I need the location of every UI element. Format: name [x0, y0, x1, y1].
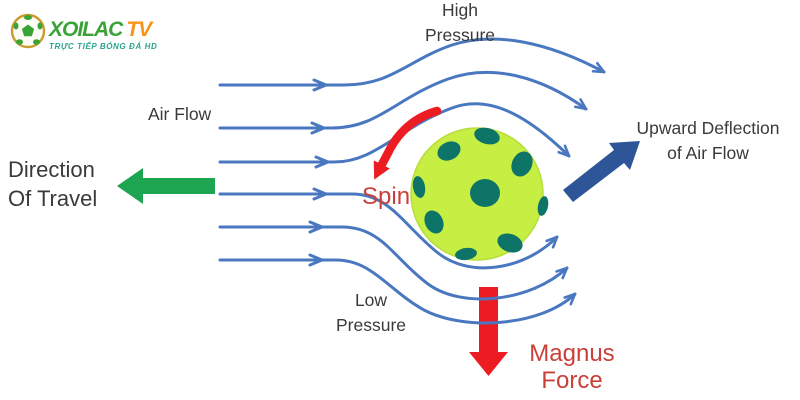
- streamline-top-3: [218, 102, 571, 164]
- streamline-mid-arrowhead: [310, 121, 326, 135]
- logo-tagline: TRỰC TIẾP BÓNG ĐÁ HD: [49, 42, 158, 51]
- direction-of-travel-arrow: [117, 168, 215, 204]
- logo-title-orange: TV: [126, 18, 152, 41]
- direction-line2: Of Travel: [8, 185, 98, 211]
- streamline-bottom-3: [218, 258, 577, 325]
- pickleball: [410, 127, 549, 261]
- streamline-mid-arrowhead: [308, 253, 324, 267]
- streamline-top-2: [218, 70, 588, 130]
- direction-line1: Direction: [8, 157, 95, 182]
- high-pressure-line2: Pressure: [424, 24, 496, 45]
- streamline-mid-arrowhead: [308, 220, 324, 234]
- streamline-top-1: [218, 37, 606, 87]
- magnus-force-label: Magnus Force: [516, 340, 628, 395]
- direction-of-travel-label: Direction Of Travel: [8, 156, 97, 213]
- streamline-mid-arrowhead: [312, 187, 328, 201]
- streamline-bottom-2: [218, 225, 569, 301]
- low-pressure-line1: Low: [354, 290, 388, 310]
- magnus-force-arrow: [469, 287, 508, 376]
- pickleball-hole: [470, 179, 500, 207]
- upward-deflection-label: Upward Deflection of Air Flow: [612, 116, 800, 165]
- pickleball-hole: [474, 127, 500, 145]
- low-pressure-line2: Pressure: [335, 314, 407, 335]
- pickleball-hole: [511, 151, 533, 177]
- pickleball-hole: [497, 233, 523, 253]
- streamline-mid-arrowhead: [314, 155, 330, 169]
- soccer-ball-icon: [10, 13, 46, 49]
- pickleball-hole: [455, 247, 477, 261]
- magnus-line1: Magnus: [529, 340, 615, 367]
- pickleball-hole: [437, 141, 461, 161]
- pickleball-hole: [412, 176, 426, 198]
- high-pressure-line1: High: [442, 0, 478, 20]
- logo-title-green: XOILAC: [49, 18, 123, 41]
- pickleball-hole: [537, 196, 549, 216]
- upward-deflection-arrow: [563, 141, 640, 202]
- air-flow-label: Air Flow: [148, 104, 212, 124]
- pickleball-hole: [424, 210, 444, 234]
- pickleball-holes: [412, 127, 549, 261]
- streamline-mid-arrowhead: [312, 78, 328, 92]
- streamline-bottom-1: [218, 192, 559, 270]
- magnus-line2: Force: [541, 366, 603, 394]
- upward-deflection-line2: of Air Flow: [667, 142, 749, 163]
- air-flow-streamlines: [218, 37, 606, 325]
- low-pressure-label: Low Pressure: [311, 288, 431, 337]
- spin-arrow: [373, 106, 442, 180]
- spin-label: Spin: [362, 183, 411, 210]
- high-pressure-label: High Pressure: [400, 0, 520, 47]
- upward-deflection-line1: Upward Deflection: [636, 118, 780, 138]
